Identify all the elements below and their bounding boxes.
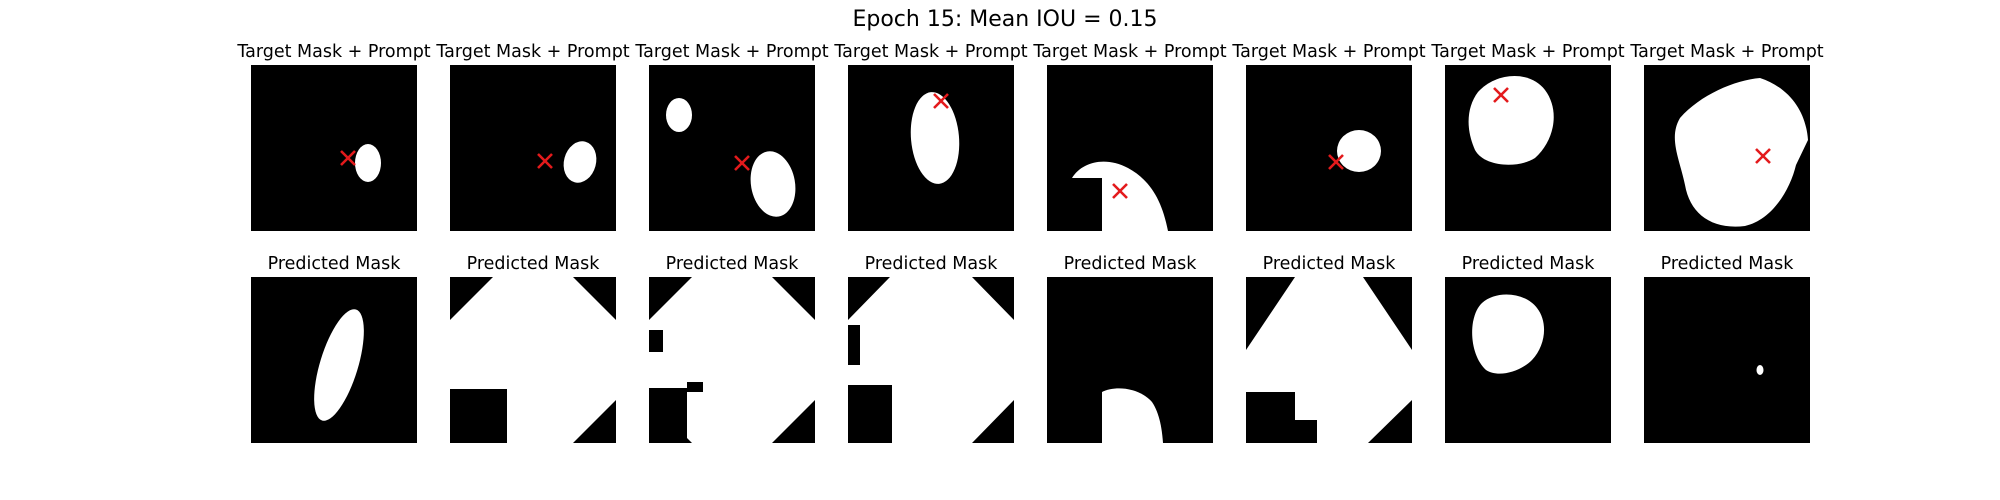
target-panel-4: Target Mask + Prompt <box>833 42 1028 231</box>
predicted-panel-title-1: Predicted Mask <box>268 254 402 274</box>
target-panel-5: Target Mask + Prompt <box>1032 42 1227 231</box>
prompt-marker-3 <box>734 155 750 171</box>
target-panel-7: Target Mask + Prompt <box>1430 42 1625 231</box>
target-panel-3: Target Mask + Prompt <box>634 42 829 231</box>
predicted-panel-7: Predicted Mask <box>1445 254 1611 443</box>
predicted-panel-title-5: Predicted Mask <box>1064 254 1198 274</box>
predicted-gap-3c <box>649 330 663 352</box>
predicted-panel-title-6: Predicted Mask <box>1263 254 1397 274</box>
predicted-gap-6b <box>1295 420 1317 443</box>
predicted-region-5 <box>1102 388 1163 443</box>
target-panel-2: Target Mask + Prompt <box>435 42 630 231</box>
target-panel-title-5: Target Mask + Prompt <box>1032 42 1226 62</box>
predicted-blob-1 <box>314 309 364 421</box>
predicted-panel-title-7: Predicted Mask <box>1462 254 1596 274</box>
predicted-gap-3a <box>649 388 687 443</box>
target-blob-2 <box>563 141 597 183</box>
predicted-gap-3b <box>687 382 703 392</box>
prompt-marker-4 <box>933 93 949 109</box>
figure-title: Epoch 15: Mean IOU = 0.15 <box>852 7 1157 32</box>
target-panel-1: Target Mask + Prompt <box>236 42 431 231</box>
target-blob-1 <box>355 144 381 182</box>
target-blob-7 <box>1468 75 1554 165</box>
target-row: Target Mask + Prompt Target Mask + Promp… <box>236 42 1824 231</box>
prompt-marker-2 <box>537 153 553 169</box>
target-panel-title-6: Target Mask + Prompt <box>1231 42 1425 62</box>
predicted-panel-8: Predicted Mask <box>1644 254 1810 443</box>
predicted-panel-6: Predicted Mask <box>1246 254 1412 443</box>
predicted-gap-2 <box>450 389 507 443</box>
target-panel-title-3: Target Mask + Prompt <box>634 42 828 62</box>
predicted-blob-7 <box>1472 294 1545 374</box>
target-blob-6 <box>1337 130 1381 172</box>
target-panel-6: Target Mask + Prompt <box>1231 42 1426 231</box>
target-panel-title-2: Target Mask + Prompt <box>435 42 629 62</box>
target-blob-3a <box>666 98 692 132</box>
prompt-marker-5 <box>1112 183 1128 199</box>
target-region-5 <box>1072 161 1168 231</box>
predicted-panel-title-3: Predicted Mask <box>666 254 800 274</box>
target-panel-title-4: Target Mask + Prompt <box>833 42 1027 62</box>
predicted-panel-title-2: Predicted Mask <box>467 254 601 274</box>
target-panel-title-7: Target Mask + Prompt <box>1430 42 1624 62</box>
predicted-panel-title-8: Predicted Mask <box>1661 254 1795 274</box>
predicted-panel-4: Predicted Mask <box>848 254 1014 443</box>
predicted-panel-2: Predicted Mask <box>450 254 616 443</box>
target-panel-title-8: Target Mask + Prompt <box>1629 42 1823 62</box>
predicted-panel-5: Predicted Mask <box>1047 254 1213 443</box>
target-blob-4 <box>910 92 960 184</box>
prompt-marker-1 <box>340 150 356 166</box>
predicted-mask-8 <box>1644 277 1810 443</box>
predicted-panel-title-4: Predicted Mask <box>865 254 999 274</box>
predicted-dot-8 <box>1756 365 1764 375</box>
predicted-row: Predicted Mask Predicted Mask Predicted … <box>251 254 1810 443</box>
predicted-panel-1: Predicted Mask <box>251 254 417 443</box>
predicted-fill-3 <box>649 277 815 443</box>
target-blob-8 <box>1674 78 1808 227</box>
predicted-panel-3: Predicted Mask <box>649 254 815 443</box>
target-blob-3b <box>750 151 796 217</box>
prompt-marker-8 <box>1755 148 1771 164</box>
target-mask-1 <box>251 65 417 231</box>
predicted-gap-6a <box>1246 392 1295 443</box>
predicted-gap-4a <box>848 385 892 443</box>
target-panel-title-1: Target Mask + Prompt <box>236 42 430 62</box>
target-mask-6 <box>1246 65 1412 231</box>
prompt-marker-7 <box>1493 87 1509 103</box>
prompt-marker-6 <box>1328 154 1344 170</box>
target-panel-8: Target Mask + Prompt <box>1629 42 1824 231</box>
predicted-gap-4b <box>848 325 860 365</box>
